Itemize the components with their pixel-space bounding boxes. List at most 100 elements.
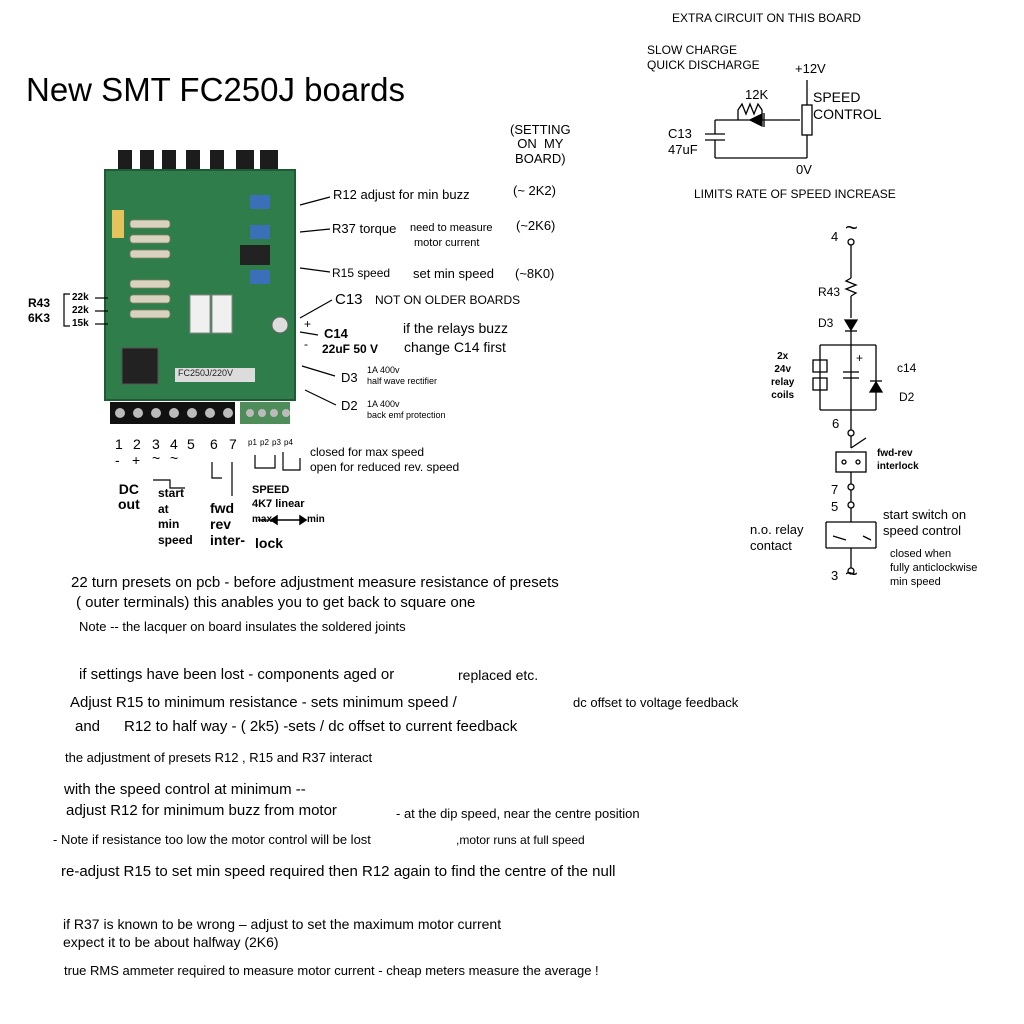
- callout-c14-spec: 22uF 50 V: [322, 342, 379, 356]
- callout-c14-minus: -: [304, 337, 308, 351]
- extra-12k: 12K: [745, 87, 769, 102]
- pcb-board: [104, 150, 296, 424]
- note-8: with the speed control at minimum --: [64, 781, 306, 798]
- callout-r12: R12 adjust for min buzz: [333, 187, 470, 202]
- callout-d3: D3: [341, 370, 358, 385]
- node-5: 5: [831, 499, 839, 514]
- terminal-3: 3: [152, 436, 160, 452]
- callout-d2-note-2: back emf protection: [367, 410, 446, 420]
- callout-d2: D2: [341, 398, 358, 413]
- pot-terminal-2: p2: [260, 438, 269, 447]
- node-6: 6: [832, 416, 840, 431]
- callout-r15-note: set min speed: [413, 266, 494, 281]
- speed-pot-label: SPEED: [252, 484, 290, 496]
- pot-terminal-3: p3: [272, 438, 281, 447]
- callout-d2-note-1: 1A 400v: [367, 399, 400, 409]
- note-4b: replaced etc.: [458, 667, 539, 683]
- min-label: min: [307, 514, 325, 525]
- extra-c13-value: 47uF: [668, 142, 698, 157]
- callout-r12-value: (~ 2K2): [513, 183, 556, 198]
- callout-c13: C13: [335, 291, 363, 308]
- callout-c14-note-2: change C14 first: [404, 339, 506, 355]
- schem-no-relay: n.o. relay contact: [750, 522, 804, 553]
- terminal-sign-plus: +: [132, 452, 141, 468]
- extra-0v: 0V: [796, 162, 812, 177]
- start-at-min-speed-label: start at min speed: [158, 486, 193, 547]
- note-10a: - Note if resistance too low the motor c…: [53, 832, 371, 847]
- schem-r43: R43: [818, 285, 841, 299]
- switch-note-2: open for reduced rev. speed: [310, 460, 460, 474]
- node-4-ac: ~: [845, 215, 858, 240]
- terminal-4: 4: [170, 436, 178, 452]
- terminal-5: 5: [187, 436, 195, 452]
- note-13: expect it to be about halfway (2K6): [63, 934, 279, 950]
- terminal-sign-ac-1: ~: [152, 450, 161, 466]
- callout-c14-plus: +: [304, 317, 312, 331]
- callout-r15: R15 speed: [332, 266, 391, 280]
- schem-fwd-rev: fwd-rev interlock: [877, 448, 919, 472]
- node-3-ac: ~: [845, 561, 858, 586]
- extra-12v: +12V: [795, 61, 826, 76]
- callout-r37: R37 torque: [332, 221, 397, 236]
- schem-start-switch: start switch on speed control: [883, 507, 967, 538]
- note-6b: R12 to half way - ( 2k5) -sets / dc offs…: [124, 718, 518, 735]
- node-3: 3: [831, 568, 839, 583]
- schem-closed-when: closed when fully anticlockwise min spee…: [890, 548, 978, 588]
- schem-c14: c14: [897, 361, 917, 375]
- r43-res-2: 22k: [72, 305, 89, 316]
- pot-terminal-4: p4: [284, 438, 293, 447]
- note-14: true RMS ammeter required to measure mot…: [64, 963, 599, 978]
- extra-slow-charge: SLOW CHARGE: [647, 43, 738, 57]
- node-7: 7: [831, 482, 839, 497]
- page-title: New SMT FC250J boards: [26, 71, 406, 108]
- note-12: if R37 is known to be wrong – adjust to …: [63, 916, 502, 932]
- terminal-7: 7: [229, 436, 237, 452]
- r43-value: 6K3: [28, 311, 51, 325]
- note-2: ( outer terminals) this anables you to g…: [76, 594, 476, 611]
- note-7: the adjustment of presets R12 , R15 and …: [65, 750, 373, 765]
- note-6a: and: [75, 718, 101, 735]
- note-10b: ,motor runs at full speed: [456, 833, 585, 847]
- callout-r37-note-2: motor current: [414, 237, 480, 249]
- callout-r15-value: (~8K0): [515, 266, 555, 281]
- note-4a: if settings have been lost - components …: [79, 666, 395, 683]
- lock-label: lock: [255, 535, 284, 551]
- switch-note-1: closed for max speed: [310, 445, 425, 459]
- extra-speed-control: SPEED CONTROL: [813, 89, 882, 122]
- node-4: 4: [831, 229, 839, 244]
- board-label-1: FC250J/220V: [178, 368, 234, 378]
- dc-out-label: DC out: [118, 481, 140, 513]
- note-11: re-adjust R15 to set min speed required …: [61, 863, 616, 880]
- note-5a: Adjust R15 to minimum resistance - sets …: [70, 694, 457, 711]
- terminal-sign-minus: -: [115, 452, 120, 468]
- speed-pot-spec: 4K7 linear: [252, 498, 305, 510]
- schem-d2: D2: [899, 390, 915, 404]
- schem-relay-coils: 2x 24v relay coils: [771, 351, 795, 401]
- extra-limits: LIMITS RATE OF SPEED INCREASE: [694, 187, 896, 201]
- terminal-sign-ac-2: ~: [170, 450, 179, 466]
- callout-d3-note-2: half wave rectifier: [367, 376, 438, 386]
- extra-heading: EXTRA CIRCUIT ON THIS BOARD: [672, 11, 861, 25]
- extra-c13: C13: [668, 126, 692, 141]
- extra-quick-discharge: QUICK DISCHARGE: [647, 58, 760, 72]
- r43-res-1: 22k: [72, 292, 89, 303]
- pot-terminal-1: p1: [248, 438, 257, 447]
- terminal-1: 1: [115, 436, 123, 452]
- note-9b: - at the dip speed, near the centre posi…: [396, 806, 640, 821]
- setting-header: (SETTING ON MY BOARD): [510, 122, 571, 166]
- max-label: max: [252, 514, 273, 525]
- terminal-2: 2: [133, 436, 141, 452]
- terminal-6: 6: [210, 436, 218, 452]
- callout-c14: C14: [324, 326, 348, 341]
- callout-d3-note-1: 1A 400v: [367, 365, 400, 375]
- note-5b: dc offset to voltage feedback: [573, 695, 739, 710]
- callout-c13-note: NOT ON OLDER BOARDS: [375, 293, 521, 307]
- callout-r37-value: (~2K6): [516, 218, 556, 233]
- schem-d3: D3: [818, 316, 834, 330]
- note-1: 22 turn presets on pcb - before adjustme…: [71, 574, 559, 591]
- callout-c14-note-1: if the relays buzz: [403, 320, 509, 336]
- fwd-rev-label: fwd rev inter-: [210, 500, 245, 549]
